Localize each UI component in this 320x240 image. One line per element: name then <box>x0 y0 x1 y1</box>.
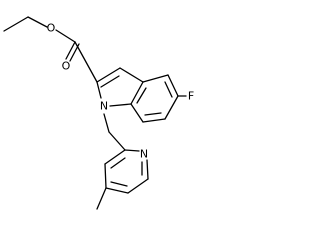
bond-ch3-ch2 <box>3 16 29 32</box>
bond-cpy6-cpy5 <box>127 178 149 194</box>
bond-n1-ch2 <box>103 113 110 133</box>
bond-ch2-oester <box>27 16 48 28</box>
bond-ccarbonyl-ocarbonyl-a <box>65 41 76 60</box>
molecule-canvas: O O N F N <box>3 16 195 210</box>
atom-label-n-indole: N <box>100 100 108 113</box>
bond-c7a-c3a-inner <box>136 87 147 104</box>
atom-label-f: F <box>188 90 194 103</box>
bond-cpy3-cpy2 <box>104 149 126 165</box>
bond-cpy5-cpy4 <box>105 187 129 194</box>
bond-c3a-c4 <box>142 74 169 83</box>
bond-c2-n1 <box>96 81 102 99</box>
bond-cpy5-cpy4-inner <box>110 181 128 187</box>
bond-c3-c3a <box>119 67 144 83</box>
bond-ch2-cpy2 <box>108 131 126 151</box>
structure-diagram: O O N F N <box>3 16 194 210</box>
atom-label-n-pyridine: N <box>140 148 148 161</box>
atom-label-o-carbonyl: O <box>62 60 71 73</box>
bond-cpy2-npy <box>124 149 140 152</box>
bond-oester-ccarbonyl <box>55 29 76 43</box>
bond-c2-c3 <box>96 67 121 83</box>
bond-c5-c6 <box>164 95 179 120</box>
bond-c6-c7-inner <box>144 112 162 116</box>
bond-c7-c7a <box>130 103 144 123</box>
bond-cpy3-cpy2-inner <box>110 157 126 169</box>
atom-label-o-ester: O <box>47 22 56 35</box>
bond-cpy4-ch3 <box>96 187 107 210</box>
bond-n1-c7a <box>109 103 132 107</box>
bond-c4-c5 <box>167 74 179 97</box>
bond-c7a-c3a <box>130 81 144 105</box>
bond-cpy4-cpy3 <box>104 163 107 189</box>
bond-ccarbonyl-c2 <box>74 41 98 83</box>
bond-c4-c5-inner <box>164 81 173 98</box>
bond-c6-c7 <box>142 118 166 123</box>
bond-c2-c3-inner <box>100 75 120 88</box>
bond-npy-cpy6 <box>146 159 149 180</box>
